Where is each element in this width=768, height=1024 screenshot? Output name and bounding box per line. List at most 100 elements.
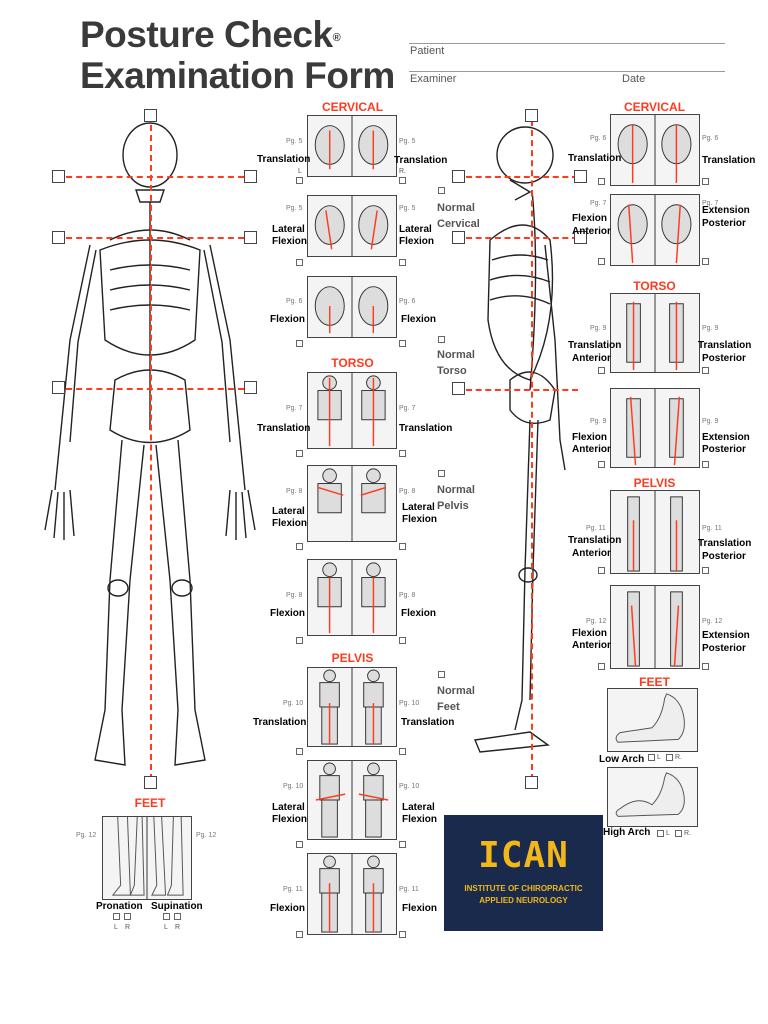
page-ref: Pg. 5 <box>399 205 416 212</box>
supination-right-checkbox[interactable] <box>174 913 181 920</box>
cervical-lateral-left-checkbox[interactable] <box>296 259 303 266</box>
high-arch-right-checkbox[interactable] <box>675 830 682 837</box>
front-head-right-checkbox[interactable] <box>244 170 257 183</box>
page-ref: Pg. 10 <box>283 700 304 707</box>
torso-translation-right-checkbox[interactable] <box>399 450 406 457</box>
anterior-label: Anterior <box>572 226 611 237</box>
front-top-checkbox[interactable] <box>144 109 157 122</box>
lateral-label: Lateral <box>402 502 435 513</box>
lateral-label: Lateral <box>402 802 435 813</box>
lr-l: L <box>298 168 302 175</box>
patient-line[interactable] <box>409 43 725 44</box>
pelvis-translation-right-checkbox[interactable] <box>399 748 406 755</box>
lr-r: R <box>125 924 131 931</box>
normal-cervical-checkbox[interactable] <box>438 187 445 194</box>
front-pelvis-left-checkbox[interactable] <box>52 381 65 394</box>
side-shoulder-left-checkbox[interactable] <box>452 231 465 244</box>
front-bottom-checkbox[interactable] <box>144 776 157 789</box>
page-ref: Pg. 11 <box>586 525 606 532</box>
low-arch-left-checkbox[interactable] <box>648 754 655 761</box>
cervical-lateral-right-checkbox[interactable] <box>399 259 406 266</box>
cervical-flexion-right-checkbox[interactable] <box>399 340 406 347</box>
cervical-translation-left-label: Translation <box>257 154 311 165</box>
torso-lateral-left-checkbox[interactable] <box>296 543 303 550</box>
examiner-line[interactable] <box>409 71 725 72</box>
cervical-translation-left-checkbox[interactable] <box>296 177 303 184</box>
side-shoulder-right-checkbox[interactable] <box>574 231 587 244</box>
torso-translation-left-checkbox[interactable] <box>296 450 303 457</box>
cervical-flexion-left-checkbox[interactable] <box>296 340 303 347</box>
side-torso-translation-posterior-checkbox[interactable] <box>702 367 709 374</box>
pronation-right-checkbox[interactable] <box>124 913 131 920</box>
translation-label: Translation <box>568 340 622 351</box>
normal-torso-checkbox[interactable] <box>438 336 445 343</box>
side-head-left-checkbox[interactable] <box>452 170 465 183</box>
flexion-label: Flexion <box>572 213 608 224</box>
side-pelvis-translation-anterior-checkbox[interactable] <box>598 567 605 574</box>
translation-label: Translation <box>698 340 752 351</box>
side-pelvis-flexion-checkbox[interactable] <box>598 663 605 670</box>
side-head-right-checkbox[interactable] <box>574 170 587 183</box>
pronation-left-checkbox[interactable] <box>113 913 120 920</box>
side-top-checkbox[interactable] <box>525 109 538 122</box>
page-ref: Pg. 9 <box>702 325 719 332</box>
side-pelvis-flexion-photo <box>610 585 700 669</box>
page-ref: Pg. 9 <box>590 325 607 332</box>
torso-translation-right-label: Translation <box>399 423 453 434</box>
feet-header-right: FEET <box>639 675 670 689</box>
flexion-label: Flexion <box>399 236 435 247</box>
side-pelvis-translation-posterior-checkbox[interactable] <box>702 567 709 574</box>
side-torso-flexion-photo <box>610 388 700 468</box>
pelvis-translation-left-checkbox[interactable] <box>296 748 303 755</box>
side-cervical-flexion-checkbox[interactable] <box>598 258 605 265</box>
pelvis-lateral-right-checkbox[interactable] <box>399 841 406 848</box>
side-pelvis-extension-checkbox[interactable] <box>702 663 709 670</box>
cervical-translation-right-checkbox[interactable] <box>399 177 406 184</box>
front-pelvis-line <box>66 388 244 390</box>
front-head-line <box>66 176 244 178</box>
pelvis-lateral-left-checkbox[interactable] <box>296 841 303 848</box>
front-pelvis-right-checkbox[interactable] <box>244 381 257 394</box>
torso-flexion-right-checkbox[interactable] <box>399 637 406 644</box>
side-pelvis-left-checkbox[interactable] <box>452 382 465 395</box>
low-arch-photo <box>607 688 698 752</box>
side-bottom-checkbox[interactable] <box>525 776 538 789</box>
flexion-label: Flexion <box>272 518 308 529</box>
torso-lateral-right-checkbox[interactable] <box>399 543 406 550</box>
side-cervical-translation-left-label: Translation <box>568 153 622 164</box>
flexion-label: Flexion <box>401 608 437 619</box>
side-cervical-translation-left-checkbox[interactable] <box>598 178 605 185</box>
pelvis-lateral-flexion-photo <box>307 760 397 840</box>
side-cervical-translation-photo <box>610 114 700 186</box>
high-arch-left-checkbox[interactable] <box>657 830 664 837</box>
side-torso-extension-checkbox[interactable] <box>702 461 709 468</box>
pelvis-flexion-right-checkbox[interactable] <box>399 931 406 938</box>
side-torso-flexion-checkbox[interactable] <box>598 461 605 468</box>
page-ref: Pg. 12 <box>196 832 217 839</box>
high-arch-photo <box>607 767 698 827</box>
pelvis-flexion-photo <box>307 853 397 935</box>
normal-pelvis-checkbox[interactable] <box>438 470 445 477</box>
low-arch-label: Low Arch <box>599 754 645 765</box>
side-cervical-translation-right-checkbox[interactable] <box>702 178 709 185</box>
normal-feet-checkbox[interactable] <box>438 671 445 678</box>
low-arch-right-checkbox[interactable] <box>666 754 673 761</box>
flexion-label: Flexion <box>272 814 308 825</box>
front-shoulder-line <box>66 237 244 239</box>
flexion-label: Flexion <box>401 314 437 325</box>
page-ref: Pg. 11 <box>399 886 419 893</box>
page-ref: Pg. 12 <box>76 832 97 839</box>
side-torso-translation-anterior-checkbox[interactable] <box>598 367 605 374</box>
lr-l: L <box>114 924 118 931</box>
front-head-left-checkbox[interactable] <box>52 170 65 183</box>
page-ref: Pg. 8 <box>399 488 416 495</box>
pelvis-flexion-left-checkbox[interactable] <box>296 931 303 938</box>
front-midline <box>150 125 152 780</box>
supination-left-checkbox[interactable] <box>163 913 170 920</box>
torso-flexion-left-checkbox[interactable] <box>296 637 303 644</box>
side-cervical-extension-checkbox[interactable] <box>702 258 709 265</box>
front-shoulder-left-checkbox[interactable] <box>52 231 65 244</box>
front-shoulder-right-checkbox[interactable] <box>244 231 257 244</box>
